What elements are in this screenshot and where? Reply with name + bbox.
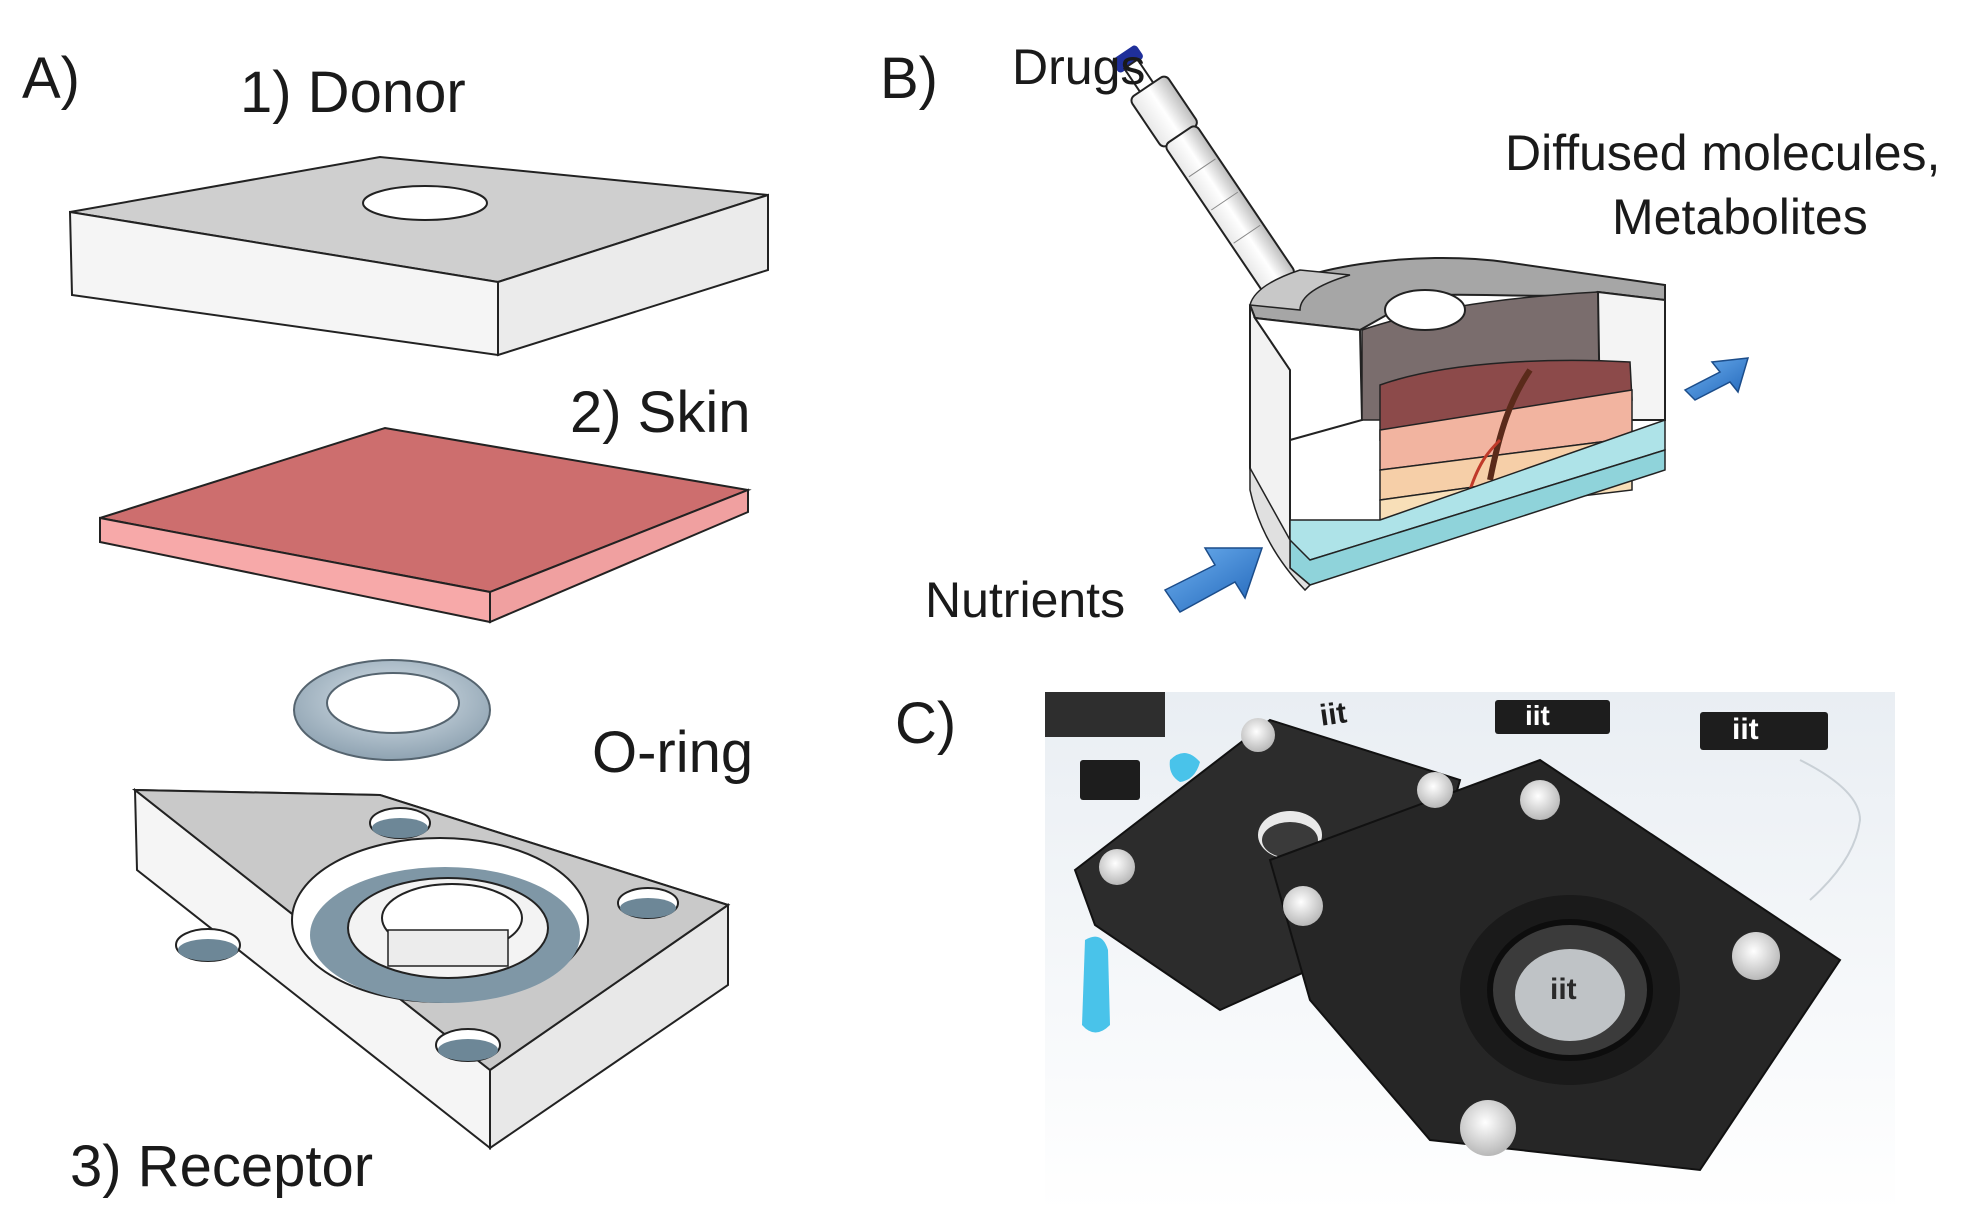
panel-c-letter: C) — [895, 691, 957, 756]
diffused-label-line1: Diffused molecules, — [1505, 125, 1941, 181]
nutrients-label: Nutrients — [925, 572, 1126, 628]
photo-mark: iit — [1525, 700, 1550, 731]
diffused-label-line2: Metabolites — [1612, 189, 1868, 245]
oring-label: O-ring — [592, 720, 754, 785]
photo-mark: iit — [1732, 713, 1759, 746]
donor-hole — [362, 185, 488, 221]
photo-mark: iit — [1550, 973, 1577, 1006]
panel-b-letter: B) — [880, 46, 938, 111]
receptor-label: 3) Receptor — [70, 1134, 374, 1199]
donor-label: 1) Donor — [240, 60, 466, 125]
skin-layer — [99, 426, 752, 624]
outflow-arrow-icon — [1683, 357, 1750, 401]
photo-mark: iit — [1317, 696, 1349, 733]
donor-plate — [68, 155, 769, 357]
skin-label: 2) Skin — [570, 380, 751, 445]
diffusion-cell — [1248, 256, 1666, 592]
receptor-plate — [132, 787, 731, 1151]
o-ring — [293, 659, 491, 761]
panel-a-letter: A) — [22, 46, 80, 111]
inflow-arrow-icon — [1163, 547, 1264, 613]
drugs-label: Drugs — [1012, 39, 1146, 95]
device-photo — [1045, 692, 1895, 1212]
